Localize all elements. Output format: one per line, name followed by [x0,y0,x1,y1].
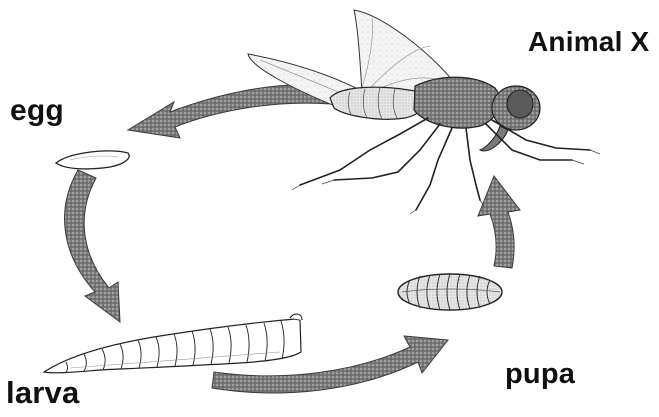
diagram-title: Animal X [528,28,649,56]
arrow-egg-to-larva [65,170,120,322]
egg-icon [56,151,129,169]
pupa-label: pupa [505,360,575,389]
larva-label: larva [6,377,79,408]
larva-icon [44,314,302,373]
egg-label: egg [10,96,64,126]
arrow-adult-to-egg [128,85,332,138]
pupa-icon [398,274,502,310]
arrow-pupa-to-adult [478,176,520,268]
